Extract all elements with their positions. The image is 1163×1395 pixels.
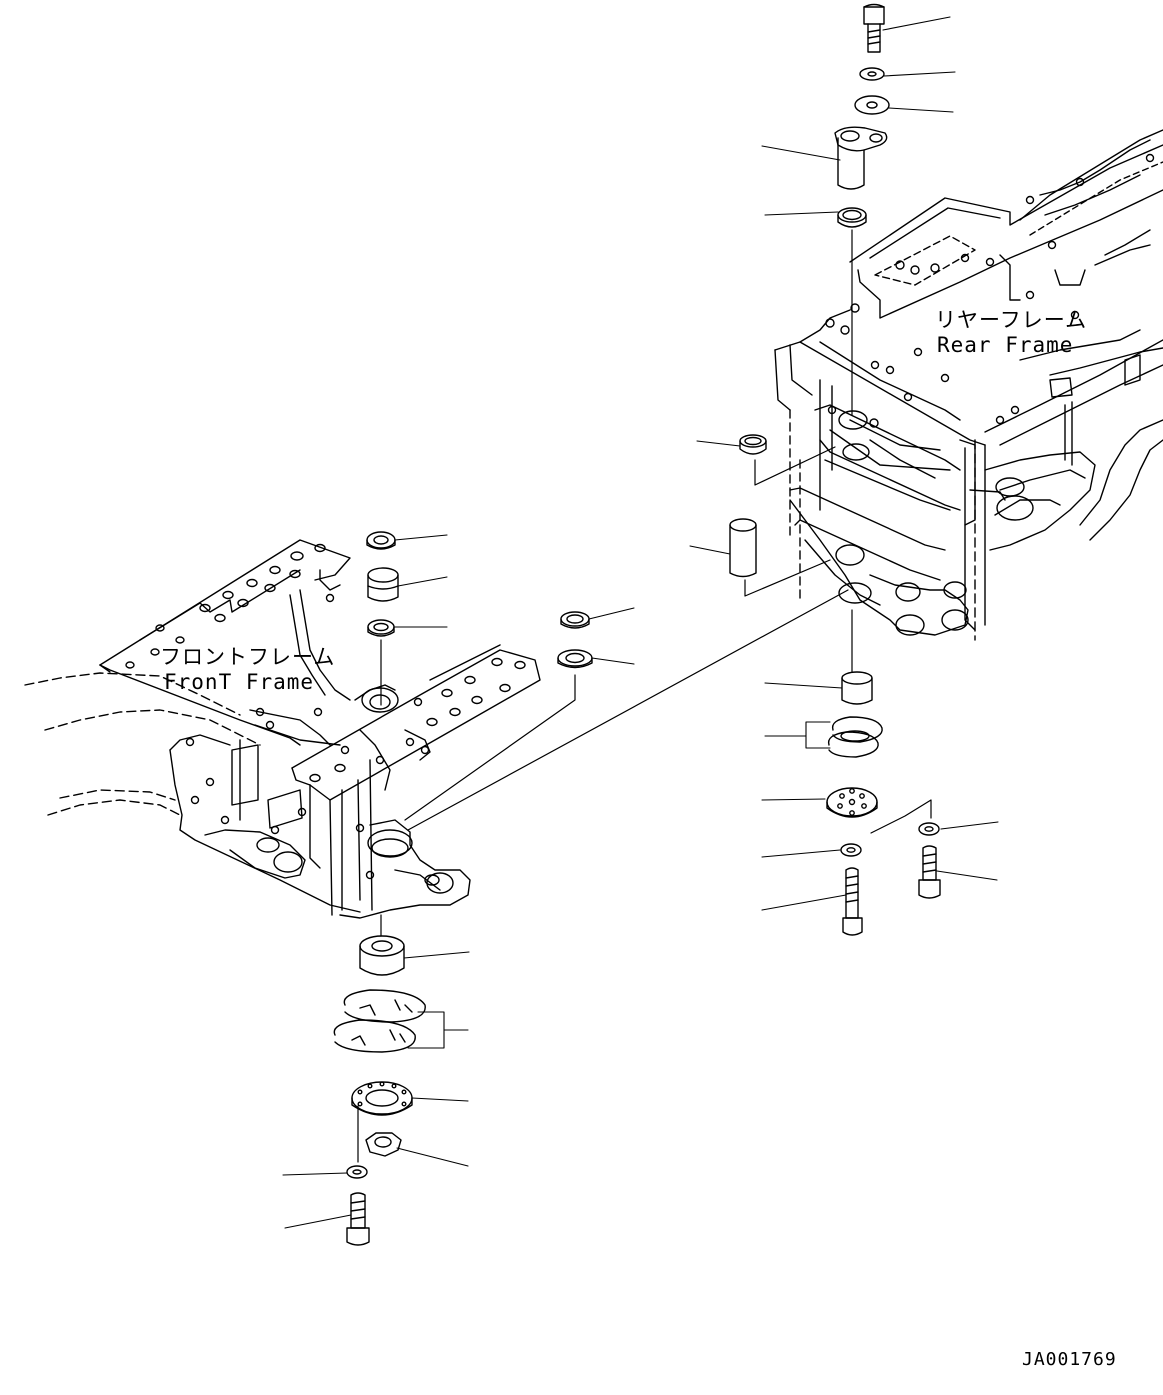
rear-lower-bolt-right <box>919 846 940 898</box>
rear-lower-bolt-left <box>843 868 862 935</box>
front-lower-washer <box>347 1166 367 1178</box>
rear-frame-label-jp: リヤーフレーム <box>935 308 1088 332</box>
drawing-code: JA001769 <box>1022 1349 1117 1370</box>
rear-side-pin <box>730 519 756 577</box>
front-plate-holes <box>126 545 325 669</box>
rear-shims <box>829 717 883 757</box>
rear-frame <box>775 130 1163 640</box>
front-top-seal <box>367 532 395 549</box>
rear-retainer-plate <box>827 788 877 817</box>
upper-bushing <box>838 208 866 227</box>
rear-pin-stack <box>730 5 940 936</box>
leader-lines <box>283 17 998 1228</box>
front-frame-label-jp: フロントフレーム <box>160 645 336 669</box>
rear-lower-washer-left <box>841 844 861 856</box>
front-lower-bushing <box>360 936 404 975</box>
rear-side-bushing <box>740 435 766 454</box>
front-frame <box>25 540 540 918</box>
top-washer-large <box>855 96 889 114</box>
front-shims <box>334 990 425 1052</box>
front-pin-stack <box>334 532 848 1245</box>
front-side-seal-lower <box>558 650 592 668</box>
rear-frame-bolts <box>826 155 1154 428</box>
front-retainer-plate <box>352 1082 412 1115</box>
rear-frame-label-en: Rear Frame <box>937 333 1074 357</box>
front-frame-bolts <box>187 595 429 879</box>
front-frame-label-en: FronT Frame <box>164 670 315 694</box>
rear-lower-washer-right <box>919 823 939 835</box>
rear-lower-bushing <box>842 672 872 704</box>
top-bolt <box>864 5 884 53</box>
front-lower-nut <box>366 1133 401 1156</box>
upper-pin <box>835 127 887 189</box>
front-side-seal-upper <box>561 612 589 628</box>
front-lower-seal <box>368 620 394 636</box>
top-washer-small <box>860 68 884 80</box>
front-bushing <box>368 568 398 601</box>
front-lower-bolt <box>347 1193 369 1245</box>
